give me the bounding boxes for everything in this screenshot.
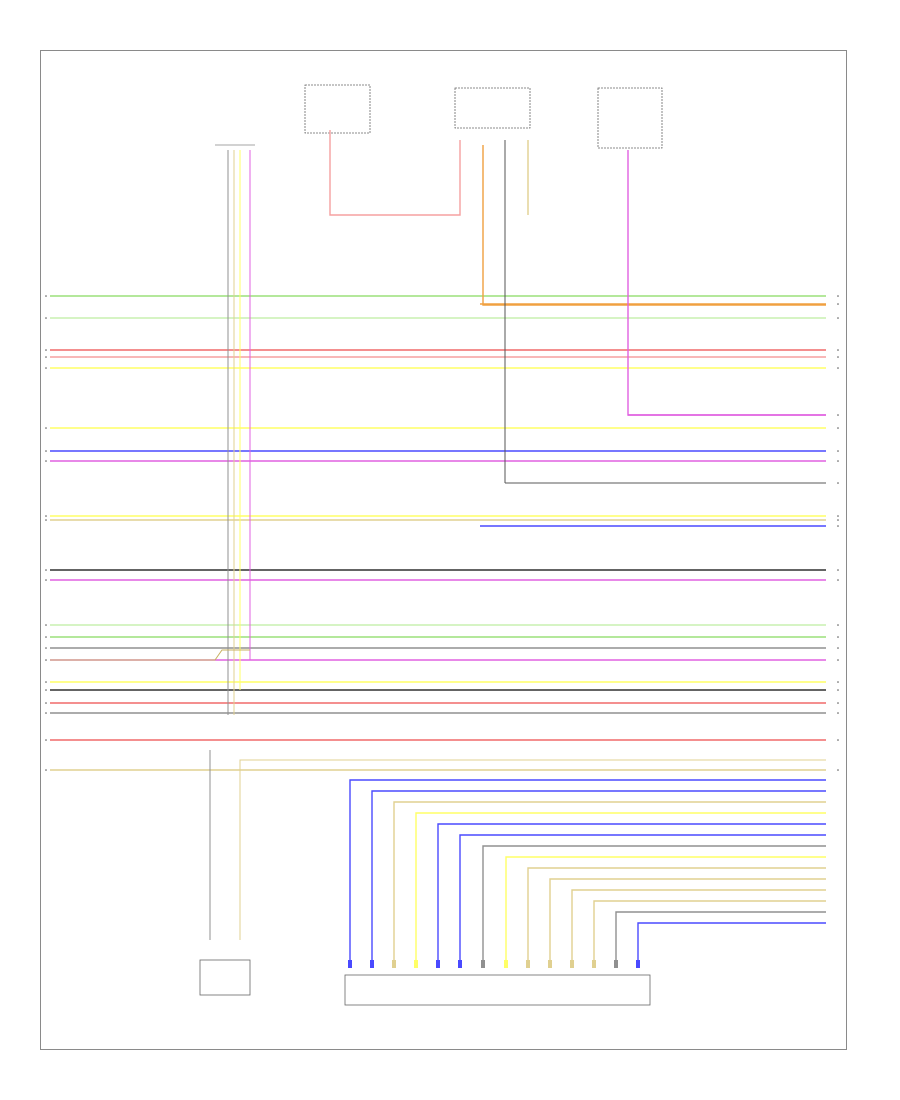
wiring-diagram-sheet bbox=[40, 50, 847, 1050]
bus-terminal bbox=[45, 367, 47, 369]
bus-terminal bbox=[837, 569, 839, 571]
bus-terminal bbox=[837, 295, 839, 297]
bus-terminal bbox=[45, 460, 47, 462]
bus-terminal bbox=[837, 712, 839, 714]
module-bottom bbox=[344, 974, 651, 1006]
fuse-box-right bbox=[597, 87, 663, 149]
bus-terminal bbox=[837, 414, 839, 416]
fuse-right-wire bbox=[627, 150, 826, 416]
bus-terminal bbox=[837, 482, 839, 484]
bus-terminal bbox=[837, 659, 839, 661]
bus-terminal bbox=[837, 739, 839, 741]
bus-terminal bbox=[837, 450, 839, 452]
bus-terminal bbox=[837, 356, 839, 358]
module-wire-5 bbox=[50, 649, 250, 661]
bus-terminal bbox=[45, 295, 47, 297]
bus-terminal bbox=[45, 681, 47, 683]
bus-terminal bbox=[45, 317, 47, 319]
bus-terminal bbox=[45, 647, 47, 649]
bus-terminal bbox=[45, 427, 47, 429]
bus-terminal bbox=[837, 769, 839, 771]
bus-terminal bbox=[45, 624, 47, 626]
module-bottom-wire bbox=[571, 889, 826, 960]
bus-terminal bbox=[45, 712, 47, 714]
bus-terminal bbox=[837, 427, 839, 429]
bus-terminal bbox=[45, 356, 47, 358]
relay-bottom bbox=[199, 959, 251, 996]
module-bottom-pin bbox=[414, 960, 418, 968]
bus-terminal bbox=[45, 769, 47, 771]
module-bottom-wire bbox=[482, 845, 826, 960]
bus-terminal bbox=[45, 702, 47, 704]
bus-terminal bbox=[45, 450, 47, 452]
bus-terminal bbox=[45, 636, 47, 638]
bus-terminal bbox=[45, 569, 47, 571]
bus-terminal bbox=[837, 689, 839, 691]
bus-terminal bbox=[837, 702, 839, 704]
module-bottom-pin bbox=[592, 960, 596, 968]
bus-terminal bbox=[837, 515, 839, 517]
module-bottom-pin bbox=[392, 960, 396, 968]
module-bottom-pin bbox=[526, 960, 530, 968]
bus-terminal bbox=[837, 349, 839, 351]
module-bottom-wire bbox=[527, 867, 826, 960]
switch-top bbox=[454, 87, 531, 129]
module-bottom-pin bbox=[504, 960, 508, 968]
bus-terminal bbox=[837, 303, 839, 305]
bus-terminal bbox=[45, 519, 47, 521]
module-bottom-wire bbox=[615, 911, 826, 960]
module-bottom-wire bbox=[437, 823, 826, 960]
fuse-feed-wire bbox=[329, 130, 461, 216]
bus-terminal bbox=[45, 579, 47, 581]
module-bottom-pin bbox=[458, 960, 462, 968]
bus-terminal bbox=[837, 525, 839, 527]
switch-wire-orange bbox=[482, 145, 826, 306]
bus-terminal bbox=[837, 647, 839, 649]
module-bottom-wire bbox=[593, 900, 826, 960]
module-bottom-wire bbox=[415, 812, 826, 960]
bus-terminal bbox=[837, 317, 839, 319]
bus-terminal bbox=[837, 579, 839, 581]
bus-terminal bbox=[837, 519, 839, 521]
module-bottom-wire bbox=[637, 922, 826, 960]
bus-terminal bbox=[45, 689, 47, 691]
bus-terminal bbox=[837, 636, 839, 638]
bus-terminal bbox=[837, 681, 839, 683]
bus-terminal bbox=[45, 515, 47, 517]
module-bottom-pin bbox=[548, 960, 552, 968]
bus-terminal bbox=[45, 659, 47, 661]
module-bottom-pin bbox=[348, 960, 352, 968]
module-bottom-wire bbox=[459, 834, 826, 960]
module-bottom-pin bbox=[636, 960, 640, 968]
relay-wire-2 bbox=[239, 759, 826, 940]
module-bottom-wire bbox=[549, 878, 826, 960]
bus-terminal bbox=[837, 624, 839, 626]
bus-terminal bbox=[837, 367, 839, 369]
module-bottom-pin bbox=[436, 960, 440, 968]
bus-terminal bbox=[45, 739, 47, 741]
module-bottom-wire bbox=[505, 856, 826, 960]
fuse-box-top bbox=[304, 84, 371, 134]
module-bottom-wire bbox=[349, 779, 826, 960]
module-bottom-pin bbox=[370, 960, 374, 968]
module-bottom-wire bbox=[371, 790, 826, 960]
module-bottom-wire bbox=[393, 801, 826, 960]
module-bottom-pin bbox=[614, 960, 618, 968]
bus-terminal bbox=[45, 349, 47, 351]
module-bottom-pin bbox=[570, 960, 574, 968]
module-bottom-pin bbox=[481, 960, 485, 968]
bus-terminal bbox=[837, 460, 839, 462]
